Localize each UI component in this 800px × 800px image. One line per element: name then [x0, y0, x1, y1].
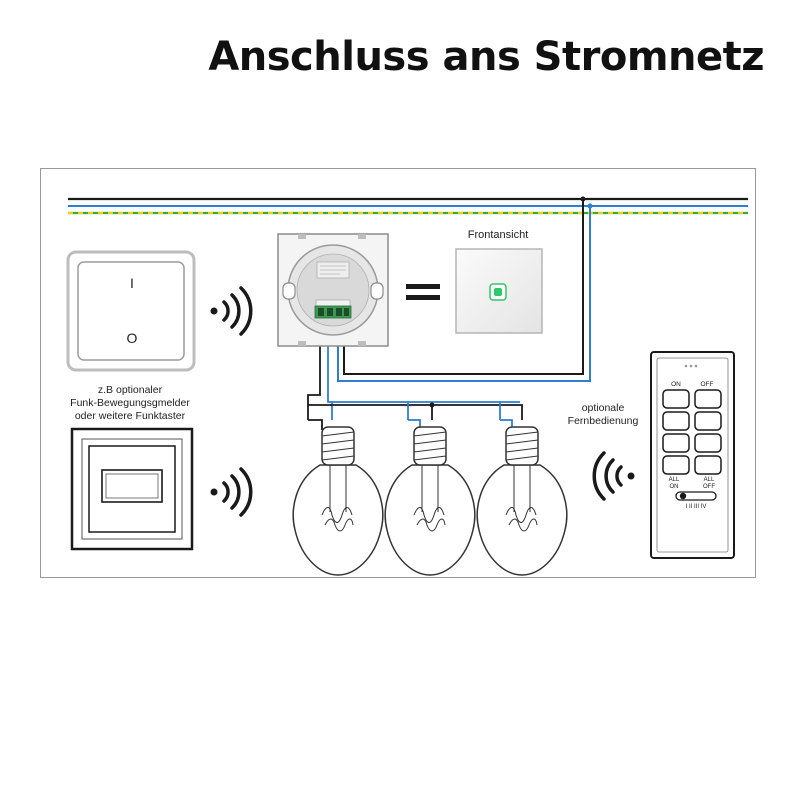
remote-on-button [662, 455, 690, 475]
remote-off-button [694, 455, 722, 475]
wireless-signal-icon [592, 451, 635, 501]
remote-on-label: ON [671, 381, 681, 388]
supply-lines [68, 197, 748, 215]
switched-phase-wire [307, 308, 321, 420]
remote-all-on-label-1: ALL [669, 477, 680, 483]
junction-dot [429, 402, 435, 408]
equals-sign [406, 284, 440, 300]
optional-sensor-label-line1: z.B optionaler [98, 384, 163, 396]
rocker-on-symbol: I [130, 275, 134, 291]
remote-off-button [694, 411, 722, 431]
rocker-off-symbol: O [127, 330, 138, 346]
remote-on-button [662, 433, 690, 453]
remote-on-button [662, 411, 690, 431]
bulb1-feed [308, 419, 323, 430]
remote-off-button [694, 433, 722, 453]
remote-off-label: OFF [701, 381, 714, 388]
optional-remote-label-line1: optionale [582, 402, 625, 414]
remote-channel-label: I II III IV [686, 504, 707, 510]
front-view-label: Frontansicht [468, 229, 529, 241]
smart-switch-back [277, 233, 389, 347]
motion-sensor-icon [70, 427, 194, 551]
bulb-neutral-wire [327, 308, 333, 420]
optional-remote-label-line2: Fernbedienung [568, 415, 639, 427]
remote-all-off-label-1: ALL [704, 477, 715, 483]
wireless-signal-icon [210, 467, 253, 517]
wall-rocker-switch: I O [66, 250, 196, 372]
phase-bus-wire-2 [432, 404, 523, 420]
bulb-icon [476, 426, 568, 576]
remote-control-icon: ON OFF ALL ON ALL OFF I II III IV [650, 351, 735, 559]
bulb-icon [384, 426, 476, 576]
remote-all-off-label-2: OFF [703, 484, 715, 490]
phase-bus-wire [308, 404, 433, 420]
remote-off-button [694, 389, 722, 409]
optional-sensor-label-line2: Funk-Bewegungsgmelder [70, 397, 190, 409]
optional-sensor-label-line3: oder weitere Funktaster [75, 410, 186, 422]
remote-all-on-label-2: ON [670, 484, 679, 490]
remote-on-button [662, 389, 690, 409]
smart-switch-front [455, 248, 543, 334]
remote-channel-slider [675, 491, 717, 501]
page-title: Anschluss ans Stromnetz [208, 34, 764, 80]
wireless-signal-icon [210, 286, 253, 336]
bulb-icon [292, 426, 384, 576]
